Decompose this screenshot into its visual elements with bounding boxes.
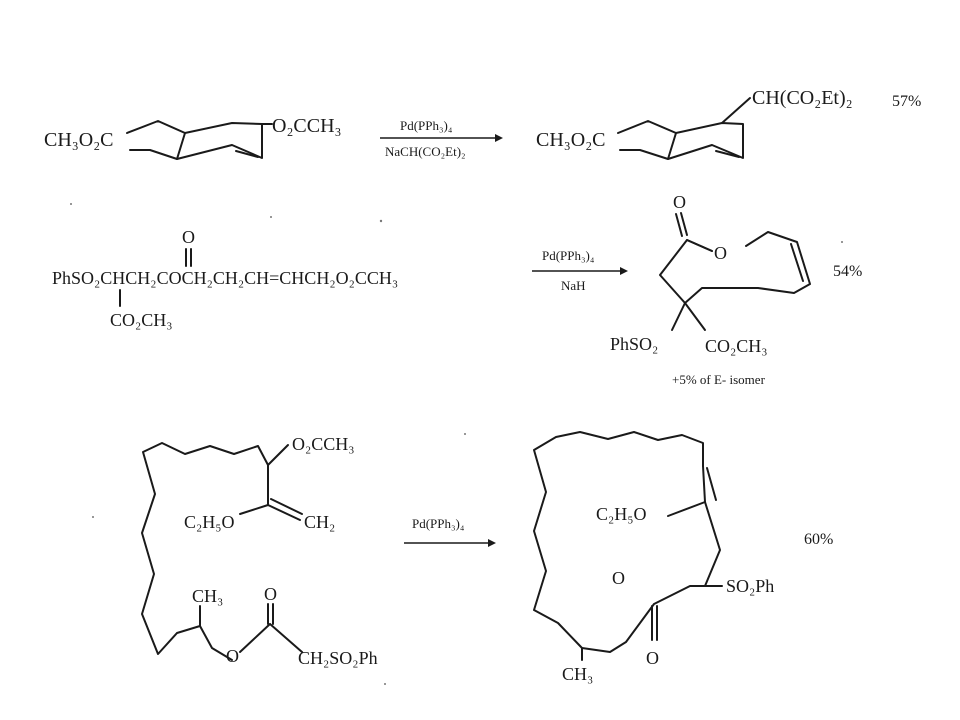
- reactant-3-methylene: CH₂: [304, 512, 335, 532]
- reaction-3-arrow: Pd(PPh₃)₄: [404, 516, 496, 547]
- reactant-1-left-group: CH₃O₂C: [44, 129, 114, 151]
- reactant-1-double-bond: [235, 150, 259, 158]
- product-3-ethoxy: C₂H₅O: [596, 504, 647, 524]
- reaction-2-product: O O PhSO₂ CO₂CH₃ +5% of E- isomer 54%: [610, 192, 862, 387]
- reaction-3-product: C₂H₅O O SO₂Ph CH₃ O 60%: [533, 431, 833, 684]
- reaction-1-reactant: CH₃O₂C O₂CCH₃: [44, 115, 342, 160]
- reaction-3-yield: 60%: [804, 531, 833, 548]
- product-2-ring-o: O: [714, 243, 727, 263]
- reactant-1-ring: [126, 120, 186, 160]
- reactant-2-main-chain: PhSO₂CHCH₂COCH₂CH₂CH=CHCH₂O₂CCH₃: [52, 268, 398, 288]
- reaction-1-yield: 57%: [892, 93, 921, 110]
- reactant-3-ethoxy: C₂H₅O: [184, 512, 235, 532]
- reactant-3-methyl: CH₃: [192, 586, 223, 606]
- reaction-2-reagent-top: Pd(PPh₃)₄: [542, 248, 595, 263]
- reactant-3-sulfonyl: CH₂SO₂Ph: [298, 648, 378, 668]
- reactant-2-carbonyl-o: O: [182, 227, 195, 247]
- product-3-methyl: CH₃: [562, 664, 593, 684]
- product-1-ring-right: [667, 122, 744, 160]
- reaction-1: CH₃O₂C O₂CCH₃ Pd(PPh₃)₄ NaCH(CO₂Et)₂ CH₃…: [44, 87, 921, 160]
- product-2-double-bond: [790, 243, 804, 282]
- reaction-3-reactant: O₂CCH₃ C₂H₅O CH₂ CH₃ O O CH₂SO₂Ph: [141, 434, 378, 668]
- product-3-macrocycle-chain: [533, 431, 721, 653]
- reactant-2-branch: CO₂CH₃: [110, 310, 173, 330]
- product-1-double-bond: [715, 150, 740, 158]
- product-1-left-group: CH₃O₂C: [536, 129, 606, 151]
- reaction-2-yield: 54%: [833, 263, 862, 280]
- reaction-2: O PhSO₂CHCH₂COCH₂CH₂CH=CHCH₂O₂CCH₃ CO₂CH…: [52, 192, 862, 387]
- product-3-ring-o: O: [612, 568, 625, 588]
- reaction-1-reagent-top: Pd(PPh₃)₄: [400, 118, 453, 133]
- product-1-top-group: CH(CO₂Et)₂: [752, 87, 853, 109]
- reactant-3-ester-o: O: [226, 646, 239, 666]
- reactant-3-macrocycle-chain: [141, 442, 269, 661]
- scan-specks: [70, 203, 843, 685]
- reaction-3: O₂CCH₃ C₂H₅O CH₂ CH₃ O O CH₂SO₂Ph Pd(PPh…: [141, 431, 833, 684]
- reaction-2-reactant: O PhSO₂CHCH₂COCH₂CH₂CH=CHCH₂O₂CCH₃ CO₂CH…: [52, 227, 398, 330]
- reaction-2-arrow: Pd(PPh₃)₄ NaH: [532, 248, 628, 293]
- product-2-left-group: PhSO₂: [610, 334, 658, 354]
- reaction-1-arrow: Pd(PPh₃)₄ NaCH(CO₂Et)₂: [380, 118, 503, 159]
- reactant-3-acetate: O₂CCH₃: [292, 434, 355, 454]
- reactant-3-carbonyl-o: O: [264, 584, 277, 604]
- product-1-bond-malonate: [721, 97, 751, 124]
- product-1-ring: [617, 120, 677, 160]
- product-3-double-bond: [706, 467, 717, 501]
- reaction-3-reagent-top: Pd(PPh₃)₄: [412, 516, 465, 531]
- reaction-2-reagent-bottom: NaH: [561, 278, 586, 293]
- product-2-right-group: CO₂CH₃: [705, 336, 768, 356]
- product-2-carbonyl-o: O: [673, 192, 686, 212]
- reaction-1-product: CH₃O₂C CH(CO₂Et)₂ 57%: [536, 87, 921, 160]
- reactant-1-ring-right: [176, 122, 263, 160]
- reaction-1-reagent-bottom: NaCH(CO₂Et)₂: [385, 144, 466, 159]
- product-3-sulfonyl: SO₂Ph: [726, 576, 774, 596]
- product-2-isomer-note: +5% of E- isomer: [672, 372, 766, 387]
- product-3-carbonyl-o: O: [646, 648, 659, 668]
- reactant-1-right-group: O₂CCH₃: [272, 115, 342, 137]
- product-2-ring: [659, 231, 811, 304]
